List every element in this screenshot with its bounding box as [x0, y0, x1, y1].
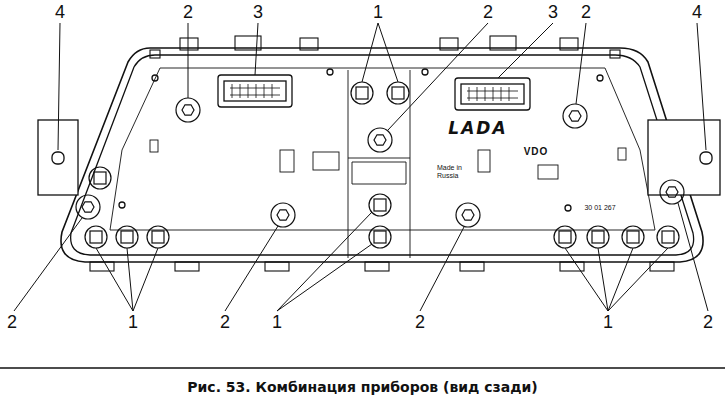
leader-lines — [14, 23, 708, 311]
callout-number: 2 — [181, 2, 195, 22]
callout-number: 1 — [270, 312, 284, 332]
brand-logo: LADA — [445, 120, 510, 137]
callout-number: 1 — [371, 2, 385, 22]
callout-number: 2 — [5, 312, 19, 332]
callout-number: 4 — [53, 2, 67, 22]
part-number: 30 01 267 — [582, 203, 617, 212]
figure-caption: Рис. 53. Комбинация приборов (вид сзади) — [187, 379, 537, 395]
callout-number: 2 — [218, 312, 232, 332]
callout-number: 2 — [413, 312, 427, 332]
callout-number: 2 — [701, 312, 715, 332]
callout-number: 2 — [579, 2, 593, 22]
callout-number: 3 — [251, 2, 265, 22]
callout-number: 3 — [546, 2, 560, 22]
callout-number: 1 — [126, 312, 140, 332]
origin-mark: Made in Russia — [435, 163, 469, 181]
callout-number: 4 — [690, 2, 704, 22]
callout-number: 2 — [481, 2, 495, 22]
callout-number: 1 — [601, 312, 615, 332]
maker-mark: VDO — [522, 146, 551, 158]
